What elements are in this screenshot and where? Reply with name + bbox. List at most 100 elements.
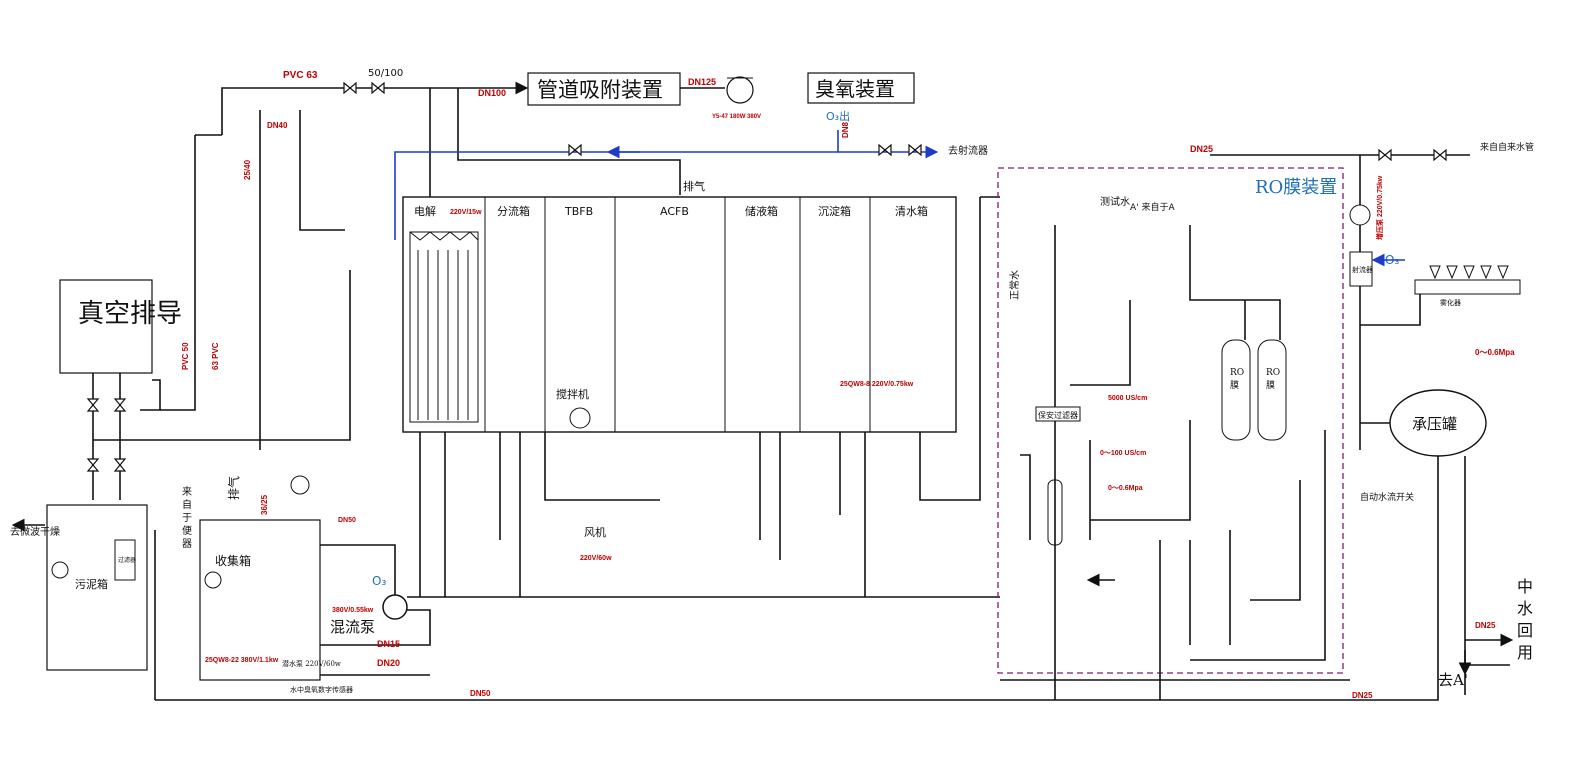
ro-unit-box <box>997 167 1344 674</box>
flow2-label: 0～0.6Mpa <box>1108 485 1143 492</box>
from-toilet-label: 来自于便器 <box>182 486 192 550</box>
filter-box <box>114 539 136 581</box>
auto-switch-label: 自动水流开关 <box>1360 491 1414 503</box>
lt-collect <box>204 571 222 589</box>
atomize-box <box>1414 279 1521 295</box>
test-water-label: 测试水 <box>1100 195 1130 208</box>
mixer-label: 搅拌机 <box>556 387 589 401</box>
label-25-40: 25/40 <box>243 159 252 180</box>
settle-pump: 25QW8-8 220V/0.75kw <box>840 381 914 388</box>
atomize-label: 雾化器 <box>1440 298 1461 307</box>
tank-settle: 沉淀箱 <box>818 204 851 218</box>
security-filter-box <box>1035 406 1081 422</box>
label-50-100: 50/100 <box>368 68 403 79</box>
flow1-label: 0～100 US/cm <box>1100 450 1146 457</box>
tank-tbfb: TBFB <box>564 205 593 218</box>
label-pvc63: PVC 63 <box>283 70 318 81</box>
to-microwave-label: 去微波干燥 <box>10 525 60 538</box>
ro1-text2: 膜 <box>1230 380 1239 391</box>
fan-label: 风机 <box>584 525 606 539</box>
label-dn100: DN100 <box>478 88 506 98</box>
lt-sludge <box>51 561 69 579</box>
label-dn25-top: DN25 <box>1190 144 1213 154</box>
exhaust-label: 排气 <box>683 179 705 193</box>
ro2-text: RO <box>1266 368 1280 378</box>
tank-split: 分流箱 <box>497 204 530 218</box>
booster-pump-icon <box>1349 204 1371 226</box>
normal-water-label: 正常水 <box>1008 270 1021 300</box>
jet-box <box>1349 251 1373 287</box>
vacuum-label: 真空排导 <box>78 299 182 329</box>
valve-blue-line <box>568 144 582 156</box>
pipe-adsorb-label: 管道吸附装置 <box>537 78 663 102</box>
sub-pump-label: 25QW8-22 380V/1.1kw <box>205 657 279 664</box>
filter-label: 过滤器 <box>118 556 136 564</box>
o3-label-pump: O₃ <box>372 574 386 588</box>
check-valve-top <box>371 82 385 94</box>
exhaust-left-label: 排气 <box>226 476 241 500</box>
valve-ozone-2 <box>908 144 922 156</box>
label-63pvc: 63 PVC <box>211 342 220 370</box>
label-dn50-collect: DN50 <box>338 517 356 524</box>
sensor-label: 水中臭氧数字传感器 <box>290 685 353 694</box>
from-a-label: A' 来自于A <box>1130 201 1175 213</box>
mixer-icon <box>569 407 591 429</box>
mix-pump-power: 380V/0.55kw <box>332 607 374 614</box>
electrolysis-plates <box>409 231 479 423</box>
valve-vac-2 <box>114 398 126 412</box>
o3-out-label: O₃出 <box>826 109 850 123</box>
valve-vac-3 <box>87 458 99 472</box>
valve-vac-4 <box>114 458 126 472</box>
collect-tank <box>199 519 321 681</box>
electro-power: 220V/15w <box>450 209 482 216</box>
fan-power: 220V/60w <box>580 555 612 562</box>
tank-acfb: ACFB <box>660 205 689 218</box>
o3-sensor <box>290 475 310 495</box>
ro-membrane-1 <box>1221 339 1251 441</box>
mix-pump-icon <box>382 594 408 620</box>
label-dn50-bottom: DN50 <box>470 689 491 698</box>
label-fan-spec: Y5-47 180W 380V <box>712 114 761 120</box>
vacuum-box <box>59 279 153 374</box>
to-jet-label: 去射流器 <box>948 144 988 157</box>
security-filter-label: 保安过滤器 <box>1038 410 1078 420</box>
ro-unit-label: RO膜装置 <box>1255 177 1337 198</box>
to-a-label: 去A' <box>1438 671 1468 689</box>
ozone-box <box>807 72 915 104</box>
mix-pump-label: 混流泵 <box>330 618 375 636</box>
label-dn8-ozone: DN8 <box>841 121 850 138</box>
tank-electrolysis: 电解 <box>414 204 436 218</box>
jet-label: 射流器 <box>1352 265 1373 274</box>
pipe-adsorb-box <box>527 72 681 106</box>
fan-icon <box>726 76 754 104</box>
label-dn25-reuse: DN25 <box>1475 621 1496 630</box>
valve-vac-1 <box>87 398 99 412</box>
label-dn20-pump: DN20 <box>377 658 400 668</box>
tank-storage: 储液箱 <box>745 204 778 218</box>
collect-label: 收集箱 <box>215 553 251 568</box>
booster-label: 增压泵 220V/0.75kw <box>1375 175 1384 240</box>
label-dn125: DN125 <box>688 77 716 87</box>
label-36-25: 36/25 <box>260 494 269 515</box>
ro-membrane-2 <box>1257 339 1287 441</box>
ro2-text2: 膜 <box>1266 380 1275 391</box>
label-dn40-top: DN40 <box>267 121 288 130</box>
sub-pump2-label: 潜水泵 220V/60w <box>282 659 341 668</box>
ozone-label: 臭氧装置 <box>815 77 895 101</box>
tank-clear: 清水箱 <box>895 204 928 218</box>
ro1-text: RO <box>1230 368 1244 378</box>
label-dn25-bottom: DN25 <box>1352 691 1373 700</box>
sludge-label: 污泥箱 <box>75 577 108 591</box>
top-piping <box>160 81 1470 450</box>
label-dn15-pump: DN15 <box>377 639 400 649</box>
pressure-tank-label: 承压罐 <box>1412 415 1457 433</box>
reuse-label: 中水回用 <box>1517 577 1533 662</box>
sludge-tank <box>46 504 148 671</box>
pvc-valve <box>343 82 357 94</box>
label-pvc50: PVC 50 <box>181 342 190 370</box>
conductivity-label: 5000 US/cm <box>1108 395 1147 402</box>
from-tap-label: 来自自来水管 <box>1480 141 1534 153</box>
valve-tap-2 <box>1433 149 1447 161</box>
valve-ozone-1 <box>878 144 892 156</box>
